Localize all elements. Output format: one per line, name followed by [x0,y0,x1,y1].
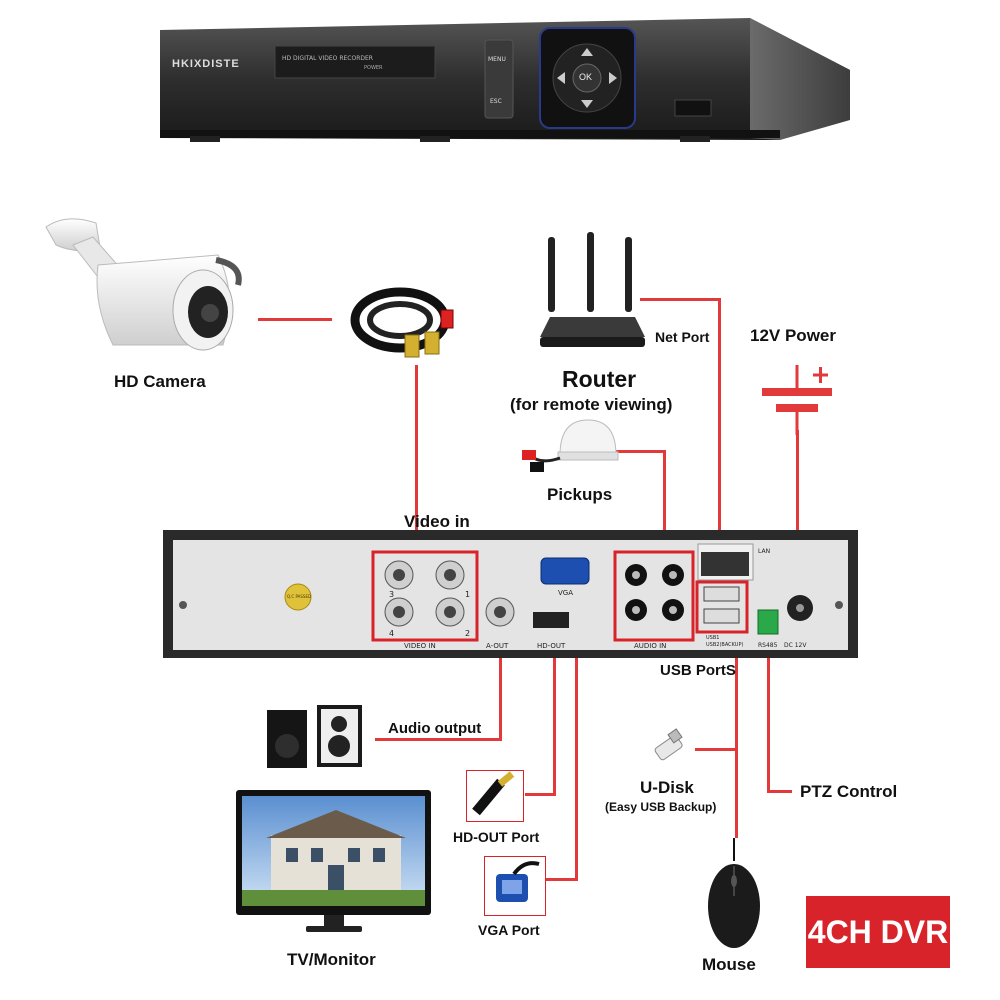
hdout-wire-h [525,793,556,796]
usb-ports-label: USB PortS [660,662,736,679]
usb-mouse-wire [735,748,738,838]
audio-output-label: Audio output [388,720,482,737]
rear-rs485-text: RS485 [758,642,778,649]
ptz-wire-h [767,790,792,793]
u-disk-label: U-Disk [640,778,694,797]
tv-monitor-label: TV/Monitor [287,950,376,969]
router-subtitle: (for remote viewing) [510,395,673,414]
bnc-cable-icon [350,287,454,358]
rear-ch3-label: 3 [389,590,395,599]
ptz-wire-v [767,640,770,792]
qc-passed-sticker: Q.C PASSED [287,594,312,599]
usb-udisk-wire-h [695,748,738,751]
dvr-rear-panel [163,530,858,658]
camera-to-cable-wire [258,318,332,321]
hd-camera [45,218,242,351]
aout-wire-h [375,738,502,741]
pickups-wire-h [610,450,665,453]
rear-hdout-text: HD-OUT [537,642,566,650]
hdout-wire-v [553,640,556,795]
product-badge: 4CH DVR [806,896,950,968]
speakers-icon [267,705,362,768]
power-wire [796,430,799,585]
rear-ch2-label: 2 [465,629,471,638]
router-label: Router [562,366,637,392]
rear-dc12v-text: DC 12V [784,642,807,649]
u-disk-subtitle: (Easy USB Backup) [605,800,717,814]
rear-lan-text: LAN [758,548,771,555]
router-lan-wire-v [718,298,721,543]
mouse-icon [708,838,760,948]
usb-udisk-wire-v [735,620,738,750]
ptz-control-label: PTZ Control [800,782,898,801]
vga-wire-h [545,878,578,881]
router-icon [540,232,645,347]
dvr-display-text: HD DIGITAL VIDEO RECORDER [282,55,373,62]
esc-button: ESC [490,98,502,105]
rear-usb2-text: USB2(BACKUP) [706,642,744,648]
tv-monitor-icon [236,790,431,932]
ok-button: OK [579,72,593,82]
vga-port-label: VGA Port [478,922,540,938]
rear-ch1-label: 1 [465,590,471,599]
power-12v-label: 12V Power [750,326,836,345]
hd-camera-label: HD Camera [114,372,206,391]
rear-usb1-text: USB1 [706,635,720,641]
aout-wire-v [499,630,502,740]
rear-aout-text: A-OUT [486,642,509,650]
power-symbol-icon [762,365,832,435]
net-port-label: Net Port [655,329,710,345]
pickup-microphone-icon [522,419,619,472]
dvr-brand-logo: HKIXDISTE [172,58,240,70]
pickups-label: Pickups [547,485,613,504]
menu-button: MENU [488,56,506,63]
hdmi-cable-icon [466,770,524,822]
rear-video-in-text: VIDEO IN [404,642,436,650]
udisk-icon [654,728,683,761]
dvr-power-text: POWER [364,65,383,71]
mouse-label: Mouse [702,955,756,974]
rear-ch4-label: 4 [389,629,395,638]
pickups-wire-v [663,450,666,560]
video-in-label: Video in [404,512,470,531]
dvr-front [160,18,850,142]
vga-cable-icon [484,856,546,916]
router-lan-wire-h [640,298,720,301]
hd-out-port-label: HD-OUT Port [453,829,540,845]
vga-wire-v [575,575,578,880]
rear-audio-in-text: AUDIO IN [634,642,667,650]
rear-vga-text: VGA [558,589,574,597]
cable-to-videoin-wire [415,365,418,555]
